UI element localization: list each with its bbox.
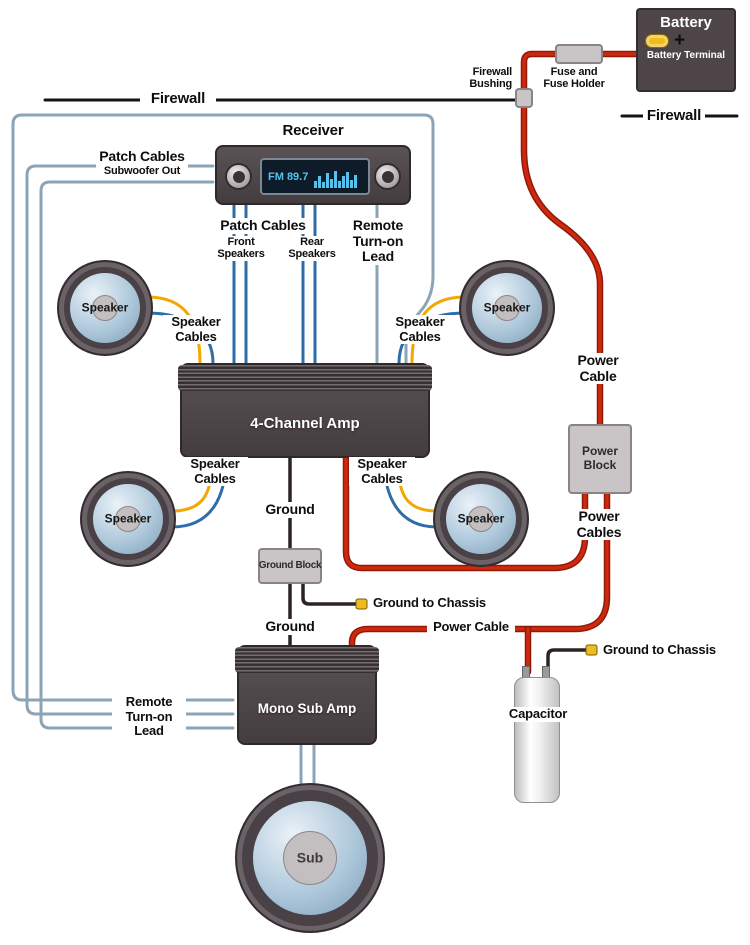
ring-terminal-icon <box>355 598 368 610</box>
remote-turn-on-label-top: Remote Turn-on Lead <box>345 217 411 266</box>
speaker-cables-label-rl: Speaker Cables <box>182 456 248 487</box>
ground-to-chassis-label-block: Ground to Chassis <box>373 595 486 611</box>
battery-terminal-icon <box>645 34 669 48</box>
battery-label: Battery <box>660 14 712 31</box>
speaker-label: Speaker <box>104 511 152 526</box>
receiver-display: FM 89.7 <box>260 158 370 195</box>
speaker-dustcap-icon <box>115 506 141 532</box>
ground-chassis-wire-block <box>301 582 360 606</box>
power-cable-label-sub: Power Cable <box>427 619 515 635</box>
speaker-dustcap-icon <box>92 295 118 321</box>
speaker-label: Speaker <box>81 300 129 315</box>
speaker-rear-left: Speaker <box>80 471 176 567</box>
subwoofer-patch-wire-2 <box>39 180 235 730</box>
subwoofer-label: Sub <box>296 849 324 866</box>
fuse-holder <box>555 44 603 64</box>
speaker-dustcap-icon <box>283 831 337 885</box>
speaker-front-right: Speaker <box>459 260 555 356</box>
receiver-label: Receiver <box>266 122 360 140</box>
ground-block: Ground Block <box>258 548 322 584</box>
speaker-dustcap-icon <box>494 295 520 321</box>
ground-label-sub: Ground <box>258 618 322 635</box>
patch-cables-label: Patch Cables <box>214 217 312 234</box>
speaker-front-left: Speaker <box>57 260 153 356</box>
patch-front-label: Front Speakers <box>211 236 271 261</box>
four-channel-amp-label: 4-Channel Amp <box>250 415 360 432</box>
speaker-dustcap-icon <box>468 506 494 532</box>
power-cable-label-main: Power Cable <box>568 352 628 385</box>
capacitor-label: Capacitor <box>494 706 582 722</box>
heatsink-fins-icon <box>235 647 379 673</box>
ground-chassis-wire-cap <box>546 648 590 670</box>
spectrum-bars-icon <box>314 170 358 188</box>
volume-knob-icon <box>225 163 252 190</box>
battery: Battery + Battery Terminal <box>636 8 736 92</box>
battery-terminal-label: Battery Terminal <box>646 50 726 61</box>
mono-sub-amp: Mono Sub Amp <box>235 645 379 745</box>
station-readout: FM 89.7 <box>268 170 309 183</box>
four-channel-amp: 4-Channel Amp <box>178 363 432 458</box>
heatsink-fins-icon <box>178 365 432 391</box>
firewall-bushing-label: Firewall Bushing <box>454 66 512 91</box>
patch-cables-subwoofer-label: Patch Cables Subwoofer Out <box>96 147 188 179</box>
remote-turn-on-label-bottom: Remote Turn-on Lead <box>112 694 186 739</box>
capacitor-body <box>514 677 560 803</box>
tuning-knob-icon <box>374 163 401 190</box>
firewall-label-right: Firewall <box>643 107 705 125</box>
ring-terminal-icon <box>585 644 598 656</box>
battery-plus-sign: + <box>674 30 686 51</box>
power-block-label: Power Block <box>581 444 618 472</box>
speaker-cables-label-rr: Speaker Cables <box>349 456 415 487</box>
speaker-label: Speaker <box>483 300 531 315</box>
firewall-bushing <box>515 88 533 108</box>
speaker-label: Speaker <box>457 511 505 526</box>
receiver: FM 89.7 <box>215 145 411 205</box>
ground-label-amp: Ground <box>258 501 322 518</box>
power-cables-label: Power Cables <box>560 508 638 541</box>
speaker-cable-fr-orange <box>410 295 467 365</box>
mono-sub-amp-label: Mono Sub Amp <box>257 700 357 716</box>
speaker-cables-label-fl: Speaker Cables <box>163 314 229 345</box>
power-block: Power Block <box>568 424 632 494</box>
subwoofer-patch-wire-1 <box>25 164 235 716</box>
speaker-rear-right: Speaker <box>433 471 529 567</box>
firewall-label-left: Firewall <box>140 90 216 108</box>
capacitor <box>510 664 566 806</box>
speaker-cable-fl-orange <box>145 295 202 365</box>
speaker-cables-label-fr: Speaker Cables <box>387 314 453 345</box>
ground-block-label: Ground Block <box>258 560 322 572</box>
patch-rear-label: Rear Speakers <box>283 236 341 261</box>
subwoofer: Sub <box>235 783 385 933</box>
ground-to-chassis-label-cap: Ground to Chassis <box>603 642 716 658</box>
fuse-holder-label: Fuse and Fuse Holder <box>538 66 610 91</box>
